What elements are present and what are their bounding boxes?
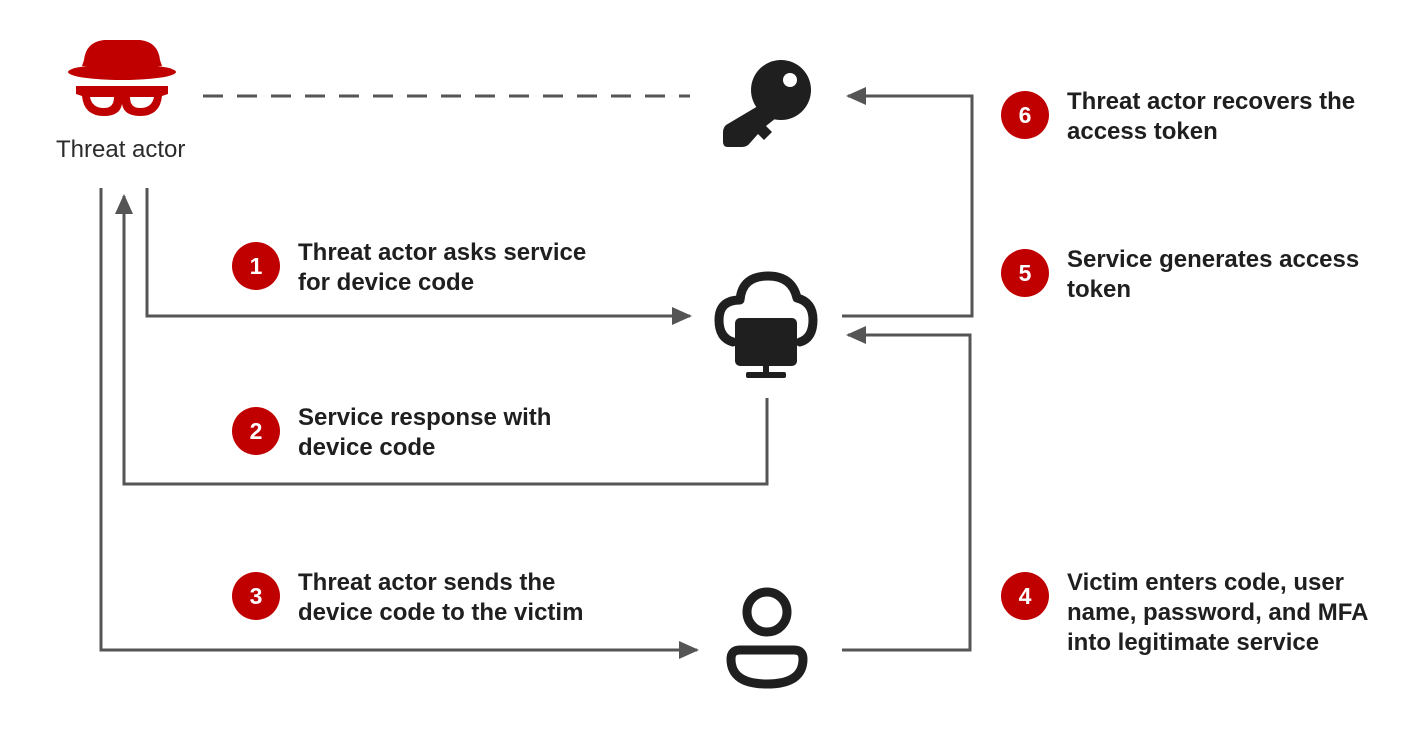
spy-icon xyxy=(68,40,176,116)
step-text-line: Service generates access xyxy=(1067,246,1360,273)
step-text-line: for device code xyxy=(298,269,475,296)
step-text-line: Service response with xyxy=(298,404,552,431)
arrow-step-3 xyxy=(99,188,699,659)
step-6: 6 Threat actor recovers the access token xyxy=(1001,87,1355,147)
step-text-line: Victim enters code, user xyxy=(1067,569,1345,596)
step-1: 1 Threat actor asks service for device c… xyxy=(232,238,586,298)
step-text-line: device code xyxy=(298,434,436,461)
step-badge: 1 xyxy=(232,242,280,290)
key-icon xyxy=(723,60,811,147)
arrow-step-1 xyxy=(145,188,692,325)
threat-actor-label: Threat actor xyxy=(56,136,186,163)
step-text-line: Threat actor sends the xyxy=(298,569,556,596)
step-badge: 3 xyxy=(232,572,280,620)
arrow-step-5-6 xyxy=(842,87,974,318)
step-text-line: Threat actor asks service xyxy=(298,239,587,266)
step-text-line: Threat actor recovers the xyxy=(1067,88,1356,115)
step-description: Service response with device code xyxy=(298,403,551,463)
step-badge: 5 xyxy=(1001,249,1049,297)
arrow-step-2 xyxy=(115,194,769,486)
cloud-computer-icon xyxy=(714,271,818,378)
step-badge: 2 xyxy=(232,407,280,455)
step-description: Threat actor asks service for device cod… xyxy=(298,238,586,298)
user-icon xyxy=(726,587,808,689)
step-badge: 6 xyxy=(1001,91,1049,139)
step-4: 4 Victim enters code, user name, passwor… xyxy=(1001,568,1368,658)
step-text-line: token xyxy=(1067,276,1132,303)
step-description: Threat actor recovers the access token xyxy=(1067,87,1355,147)
arrow-step-4 xyxy=(842,326,972,652)
step-5: 5 Service generates access token xyxy=(1001,245,1359,305)
step-text-line: name, password, and MFA xyxy=(1067,599,1369,626)
step-badge: 4 xyxy=(1001,572,1049,620)
step-2: 2 Service response with device code xyxy=(232,403,551,463)
step-description: Threat actor sends the device code to th… xyxy=(298,568,583,628)
step-3: 3 Threat actor sends the device code to … xyxy=(232,568,583,628)
step-description: Victim enters code, user name, password,… xyxy=(1067,568,1368,658)
step-description: Service generates access token xyxy=(1067,245,1359,305)
step-text-line: into legitimate service xyxy=(1067,629,1320,656)
step-text-line: access token xyxy=(1067,118,1218,145)
step-text-line: device code to the victim xyxy=(298,599,584,626)
